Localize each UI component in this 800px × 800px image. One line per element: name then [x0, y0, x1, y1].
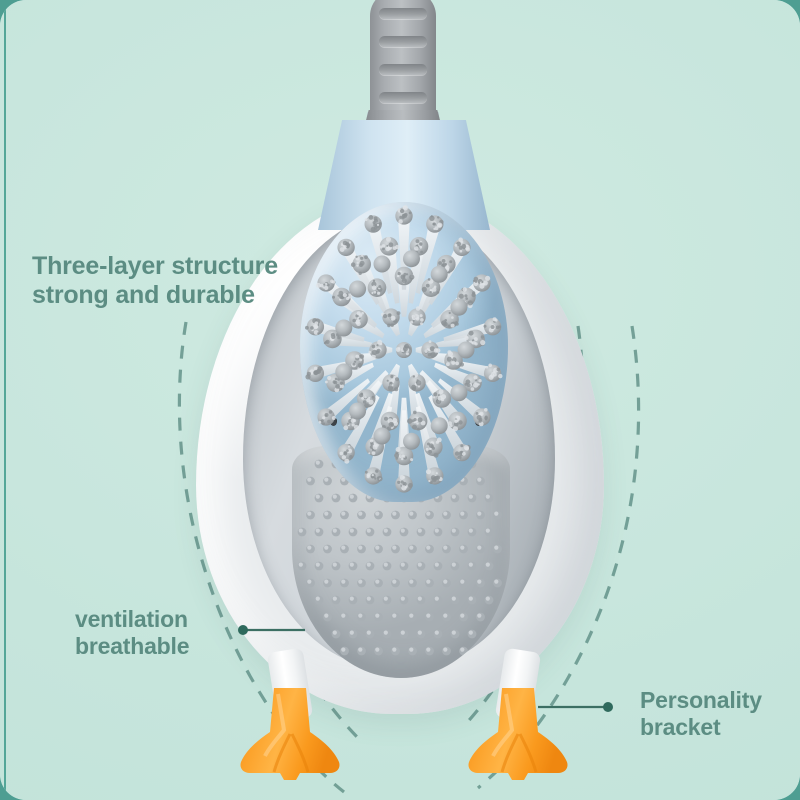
callout-ventilation-breathable: ventilation breathable — [75, 606, 189, 659]
leader-dot-bracket — [603, 702, 613, 712]
callout-personality-bracket: Personality bracket — [640, 687, 762, 740]
callout-three-layer-structure: Three-layer structure strong and durable — [32, 252, 278, 310]
leader-dot-ventilation — [238, 625, 248, 635]
